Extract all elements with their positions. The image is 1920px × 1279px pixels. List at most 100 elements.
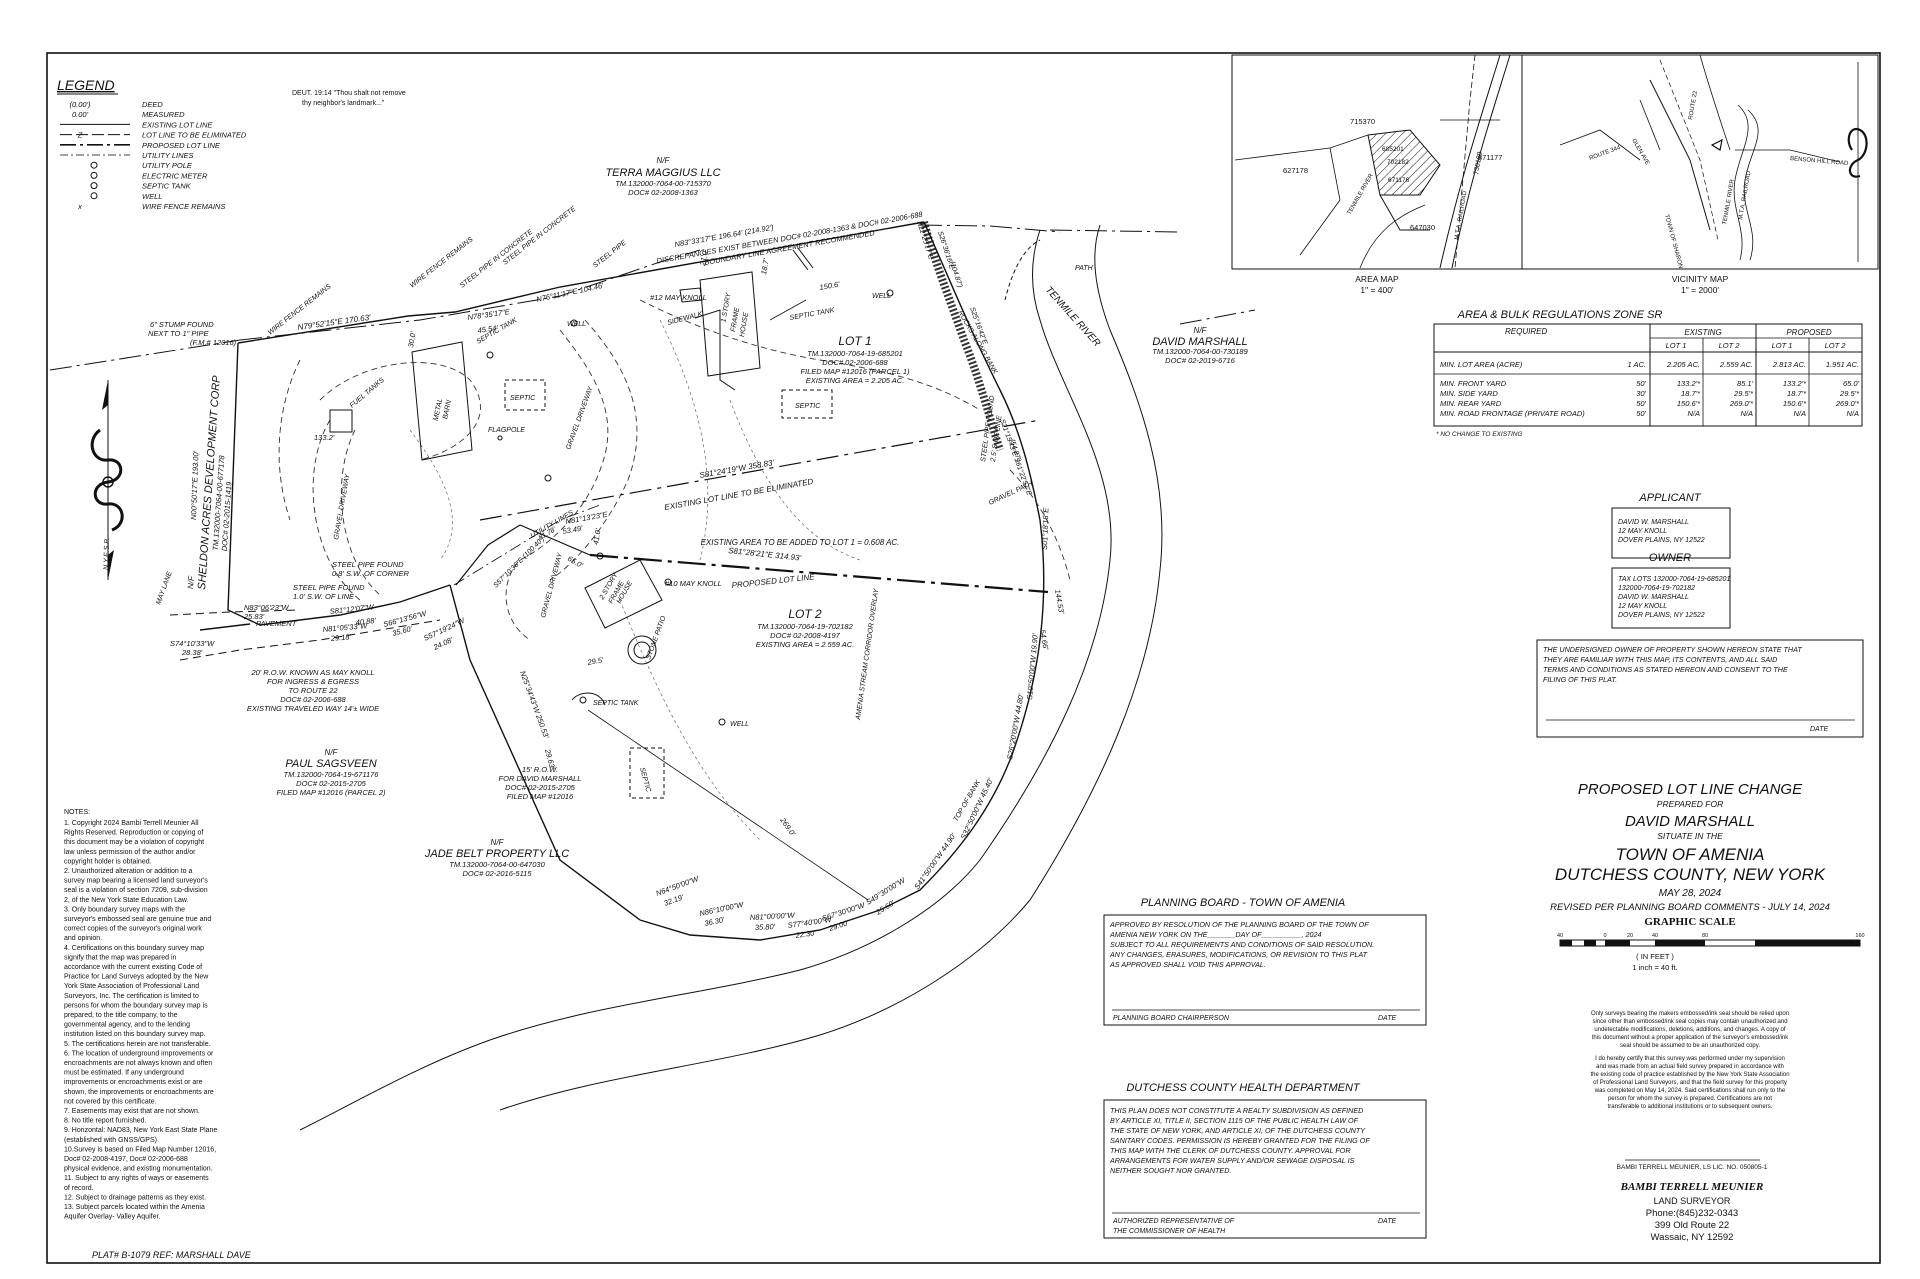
bearing-label: 65.0'	[566, 554, 585, 570]
svg-text:WELL: WELL	[872, 293, 891, 300]
bulk-cell: 85.1'	[1737, 379, 1754, 388]
svg-text:DATE: DATE	[1810, 726, 1828, 733]
legend-label: WELL	[142, 192, 162, 201]
bearing-label: S81°24'19"W 358.83'	[699, 458, 775, 480]
porch	[679, 287, 703, 303]
bearing-label: S81°12'07"W	[329, 602, 375, 616]
svg-text:EXISTING AREA TO BE ADDED TO L: EXISTING AREA TO BE ADDED TO LOT 1 = 0.6…	[701, 538, 900, 547]
bulk-cell: 2.559 AC.	[1719, 360, 1753, 369]
scale-tick-label: 40	[1652, 933, 1658, 939]
svg-text:TENMILE RIVER: TENMILE RIVER	[1722, 178, 1736, 225]
measure-line	[587, 709, 869, 901]
bearing-label: N81°00'00"W	[750, 911, 796, 922]
svg-text:THE COMMISSIONER OF HEALTH: THE COMMISSIONER OF HEALTH	[1113, 1228, 1226, 1235]
svg-text:EXISTING LOT LINE TO BE ELIMIN: EXISTING LOT LINE TO BE ELIMINATED	[664, 477, 814, 512]
svg-text:BAMBI TERRELL MEUNIER, LS LIC.: BAMBI TERRELL MEUNIER, LS LIC. NO. 05080…	[1617, 1164, 1768, 1171]
bulk-cell: 133.2'*	[1783, 379, 1807, 388]
svg-text:TM.132000-7064-00-647030: TM.132000-7064-00-647030	[449, 860, 545, 869]
bulk-row-label: MIN. FRONT YARD	[1440, 379, 1507, 388]
legend-item: 0.00'MEASURED	[72, 110, 185, 119]
svg-text:THE STATE OF NEW YORK, AND ART: THE STATE OF NEW YORK, AND ARTICLE XI, O…	[1110, 1126, 1366, 1135]
note-line: 11. Subject to any rights of ways or eas…	[64, 1175, 209, 1182]
svg-text:M.T.A. RAILROAD: M.T.A. RAILROAD	[1454, 190, 1469, 240]
note-line: 2. Unauthorized alteration or addition t…	[64, 868, 193, 875]
svg-text:N/F: N/F	[657, 156, 671, 165]
note-line: improvements or encroachments exist or a…	[64, 1079, 203, 1086]
bearing-label: 18.7'	[759, 257, 771, 275]
svg-text:871177: 871177	[1478, 153, 1502, 162]
svg-text:THIS PLAN DOES NOT CONSTITUTE: THIS PLAN DOES NOT CONSTITUTE A REALTY S…	[1110, 1106, 1363, 1115]
svg-text:DOC# 02-2006-688: DOC# 02-2006-688	[822, 358, 888, 367]
neighbor-name: TERRA MAGGIUS LLC	[605, 167, 720, 179]
bearing-label: N81°05'33"W	[322, 621, 368, 634]
svg-text:TOWN OF SHARON: TOWN OF SHARON	[1663, 214, 1683, 269]
svg-text:SUBJECT TO ALL REQUIREMENTS AN: SUBJECT TO ALL REQUIREMENTS AND CONDITIO…	[1110, 940, 1374, 949]
bearing-label: 29.5'	[586, 655, 605, 667]
legend-item: UTILITY POLE	[90, 161, 193, 170]
neighbor-jade: N/F JADE BELT PROPERTY LLC TM.132000-706…	[424, 838, 569, 878]
svg-text:LOT 1: LOT 1	[1666, 341, 1687, 350]
svg-text:TERMS AND CONDITIONS AS STATED: TERMS AND CONDITIONS AS STATED HEREON AN…	[1543, 665, 1788, 674]
note-line: shown, the improvements or encroachments…	[64, 1089, 214, 1096]
note-line: Aquifer Overlay- Valley Aquifer.	[64, 1214, 160, 1221]
svg-text:STEEL PIPE FOUND: STEEL PIPE FOUND	[293, 583, 365, 592]
note-line: surveyor's embossed seal are genuine tru…	[64, 916, 211, 923]
fuel-tank-pad	[329, 409, 353, 433]
svg-text:GRAVEL DRIVEWAY: GRAVEL DRIVEWAY	[540, 551, 564, 618]
svg-text:685201: 685201	[1382, 146, 1404, 153]
svg-text:SANITARY CODES. PERMISSION IS: SANITARY CODES. PERMISSION IS HEREBY GRA…	[1110, 1136, 1370, 1145]
svg-text:N/F: N/F	[1194, 326, 1208, 335]
note-line: persons for whom the boundary survey map…	[64, 1002, 208, 1009]
bearing-label: N00°50'17"E 193.00'	[189, 450, 200, 520]
note-line: and opinion.	[64, 935, 102, 942]
legend-label: SEPTIC TANK	[142, 182, 192, 191]
health-dept-block: DUTCHESS COUNTY HEALTH DEPARTMENT THIS P…	[1103, 1082, 1427, 1239]
bearing-label: 54.66'	[1038, 629, 1050, 651]
svg-text:EXISTING AREA = 2.559 AC.: EXISTING AREA = 2.559 AC.	[756, 640, 855, 649]
svg-text:BARN: BARN	[442, 399, 453, 420]
neighbor-name: PAUL SAGSVEEN	[285, 758, 376, 770]
scale-tick-label: 20	[1627, 933, 1633, 939]
svg-text:627178: 627178	[1283, 166, 1308, 175]
svg-text:DOC# 02-2015-2705: DOC# 02-2015-2705	[296, 779, 366, 788]
note-line: 9. Horizontal: NAD83, New York East Stat…	[64, 1127, 217, 1134]
svg-text:FILING OF THIS PLAT.: FILING OF THIS PLAT.	[1543, 675, 1617, 684]
quote-line-2: thy neighbor's landmark..."	[302, 100, 385, 107]
scale-tick-label: 80	[1702, 933, 1708, 939]
legend-symbol: (0.00')	[69, 100, 91, 109]
svg-text:TM.132000-7064-19-702182: TM.132000-7064-19-702182	[757, 622, 853, 631]
site-symbols	[486, 289, 894, 726]
note-line: 3. Only boundary survey maps with the	[64, 906, 185, 913]
svg-text:FILED MAP #12016 (PARCEL 1): FILED MAP #12016 (PARCEL 1)	[800, 367, 910, 376]
well-icon	[886, 289, 894, 297]
neighbor-paul: N/F PAUL SAGSVEEN TM.132000-7064-19-6711…	[276, 748, 386, 797]
svg-text:12 MAY KNOLL: 12 MAY KNOLL	[1618, 603, 1667, 610]
svg-text:ANY CHANGES, ERASURES, MODIFIC: ANY CHANGES, ERASURES, MODIFICATIONS, OR…	[1109, 950, 1368, 959]
svg-text:PROPOSED: PROPOSED	[1786, 328, 1832, 337]
lot-line-eliminated	[479, 419, 1041, 521]
svg-text:DOC# 02-2016-5115: DOC# 02-2016-5115	[462, 869, 532, 878]
svg-text:AMENIA NEW YORK ON THE_______D: AMENIA NEW YORK ON THE_______DAY OF_____…	[1109, 930, 1321, 939]
bearing-label: 41.0'	[591, 527, 603, 545]
bearing-label: 269.0'	[778, 815, 798, 838]
bulk-cell: 133.2'*	[1677, 379, 1701, 388]
svg-text:TM.132000-7064-00-715370: TM.132000-7064-00-715370	[615, 179, 711, 188]
steps	[792, 247, 814, 271]
svg-text:DATE: DATE	[1378, 1218, 1396, 1225]
svg-text:EXISTING TRAVELED WAY 14'± WID: EXISTING TRAVELED WAY 14'± WIDE	[247, 704, 380, 713]
note-line: correct copies of the surveyor's origina…	[64, 926, 202, 933]
bearing-label: N76°11'17"E 104.46'	[536, 281, 605, 304]
bearing-label: 25.83'	[243, 612, 265, 621]
septic-tank-icon	[486, 351, 494, 359]
svg-text:DAVID W. MARSHALL: DAVID W. MARSHALL	[1618, 594, 1689, 601]
bearing-label: S41°50'00"W 44.90'	[912, 831, 958, 891]
health-title: DUTCHESS COUNTY HEALTH DEPARTMENT	[1126, 1082, 1361, 1094]
legend-symbol: x	[77, 202, 82, 211]
area-map-title: AREA MAP	[1355, 274, 1399, 284]
svg-text:ROUTE 344: ROUTE 344	[1589, 145, 1622, 162]
bulk-cell: 29.5'*	[1733, 389, 1754, 398]
area-map-scale: 1" = 400'	[1360, 285, 1394, 295]
